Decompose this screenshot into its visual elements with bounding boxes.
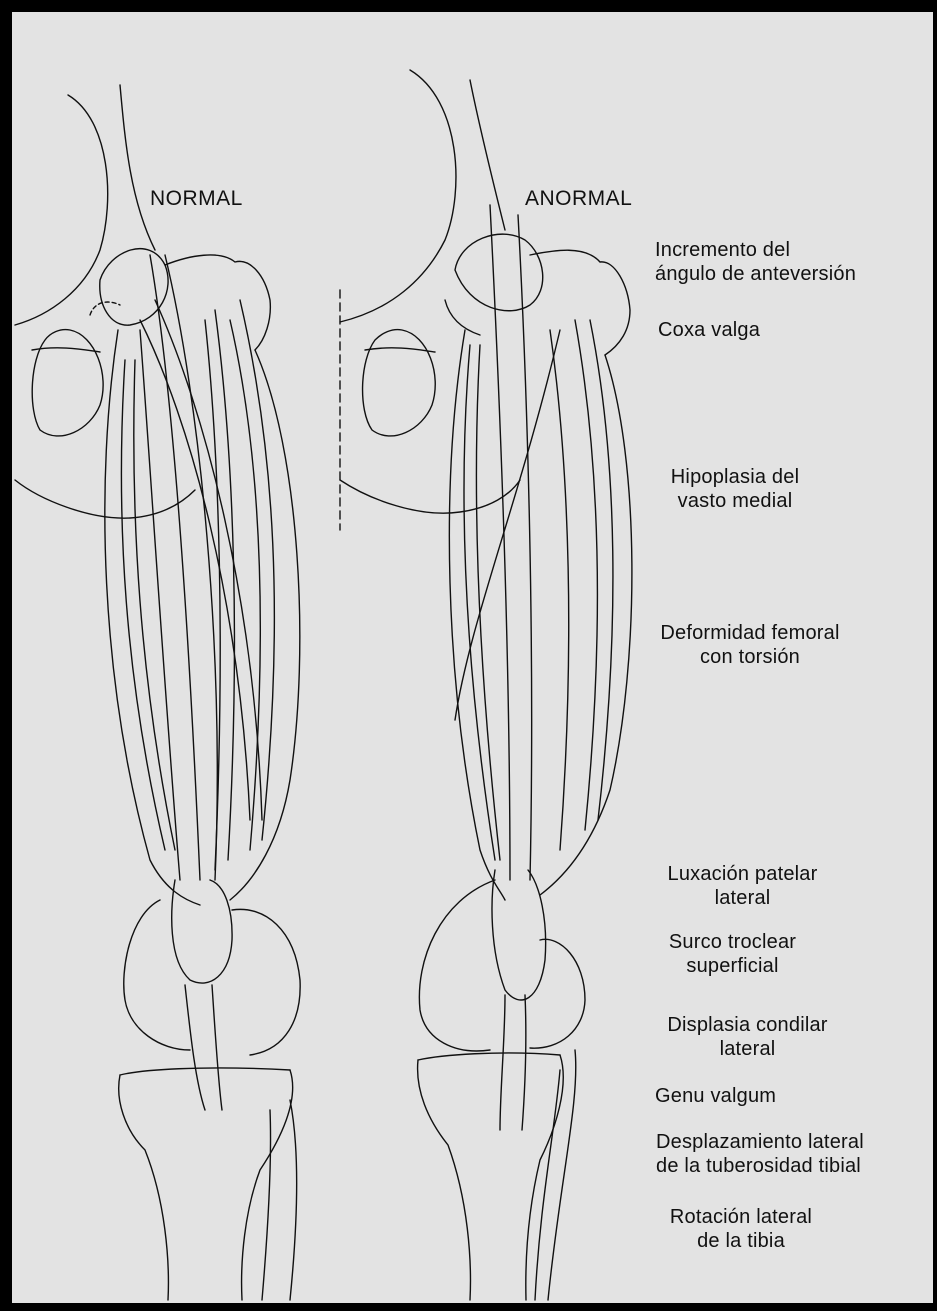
annotation-anteversion: Incremento del ángulo de anteversión: [655, 238, 856, 286]
annotation-line-1: Displasia condilar: [655, 1013, 840, 1037]
annotation-line-1: Luxación patelar: [655, 862, 830, 886]
annotation-tibial-tuberosity: Desplazamiento lateral de la tuberosidad…: [656, 1130, 864, 1178]
abnormal-title: ANORMAL: [525, 187, 632, 211]
annotation-line-2: de la tuberosidad tibial: [656, 1154, 864, 1178]
annotation-trochlear-groove: Surco troclear superficial: [655, 930, 810, 978]
abnormal-leg-drawing: [340, 70, 632, 1300]
annotation-line-1: Coxa valga: [658, 318, 760, 342]
annotation-coxa-valga: Coxa valga: [658, 318, 760, 342]
normal-leg-drawing: [15, 85, 300, 1300]
annotation-line-1: Incremento del: [655, 238, 856, 262]
annotation-line-2: lateral: [655, 1037, 840, 1061]
annotation-patellar-luxation: Luxación patelar lateral: [655, 862, 830, 910]
annotation-line-2: lateral: [655, 886, 830, 910]
annotation-condylar-dysplasia: Displasia condilar lateral: [655, 1013, 840, 1061]
annotation-line-1: Genu valgum: [655, 1084, 776, 1108]
annotation-line-2: con torsión: [655, 645, 845, 669]
annotation-line-1: Hipoplasia del: [655, 465, 815, 489]
annotation-vasto-medial: Hipoplasia del vasto medial: [655, 465, 815, 513]
annotation-line-2: vasto medial: [655, 489, 815, 513]
annotation-femoral-deformity: Deformidad femoral con torsión: [655, 621, 845, 669]
annotation-line-1: Rotación lateral: [656, 1205, 826, 1229]
annotation-tibial-rotation: Rotación lateral de la tibia: [656, 1205, 826, 1253]
normal-title: NORMAL: [150, 187, 243, 211]
annotation-line-1: Desplazamiento lateral: [656, 1130, 864, 1154]
annotation-line-2: de la tibia: [656, 1229, 826, 1253]
annotation-line-2: ángulo de anteversión: [655, 262, 856, 286]
annotation-genu-valgum: Genu valgum: [655, 1084, 776, 1108]
annotation-line-2: superficial: [655, 954, 810, 978]
annotation-line-1: Deformidad femoral: [655, 621, 845, 645]
annotation-line-1: Surco troclear: [655, 930, 810, 954]
